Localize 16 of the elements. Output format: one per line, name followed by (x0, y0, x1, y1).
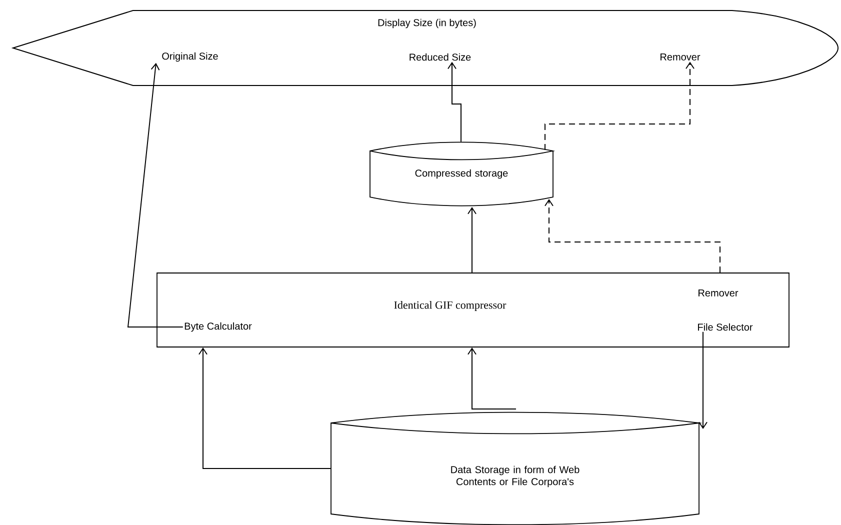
label-text: Remover (698, 290, 738, 296)
arrow (468, 347, 516, 410)
label-text: Original Size (162, 52, 218, 62)
arrow (127, 62, 184, 328)
arrow (448, 62, 462, 142)
label-text: File Selector (698, 323, 753, 331)
storage-cylinder: Data Storage in form of Web Contents or File Corpora's (330, 412, 700, 525)
label-text: Remover (660, 54, 700, 60)
label-text: Byte Calculator (184, 322, 252, 332)
arrow (698, 331, 708, 429)
arrow (544, 199, 720, 274)
label-text: Reduced Size (410, 53, 471, 61)
arrow (544, 62, 694, 150)
storage-cylinder: Compressed storage (370, 142, 554, 206)
arrow (468, 207, 476, 274)
arrow (198, 347, 332, 469)
